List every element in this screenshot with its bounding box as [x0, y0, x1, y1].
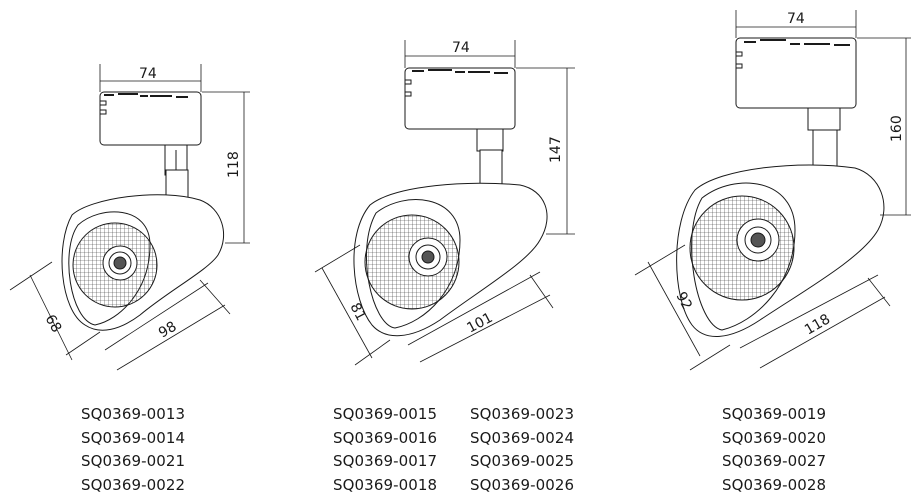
- lamp-1-diameter-label: 68: [42, 312, 65, 335]
- article-code: SQ0369-0013: [81, 405, 186, 423]
- lamp-1-height-label: 118: [226, 151, 242, 178]
- article-code: SQ0369-0018: [333, 475, 438, 494]
- article-code: SQ0369-0016: [333, 428, 438, 447]
- lamp-2-drawing: [353, 67, 548, 337]
- lamp-2-length-label: 101: [464, 310, 495, 337]
- lamp-1-dimensions: [9, 64, 250, 371]
- article-code: SQ0369-0026: [470, 475, 575, 494]
- article-code: SQ0369-0020: [722, 428, 827, 447]
- article-code: SQ0369-0015: [333, 405, 438, 423]
- lamp-1-adapter: [99, 91, 202, 146]
- lamp-2-codes-right: SQ0369-0023 SQ0369-0024 SQ0369-0025 SQ03…: [470, 403, 574, 497]
- lamp-2-codes-left: SQ0369-0015 SQ0369-0016 SQ0369-0017 SQ03…: [333, 403, 437, 497]
- lamp-3-adapter: [735, 37, 857, 109]
- article-code: SQ0369-0028: [722, 475, 827, 494]
- lamp-2-stem: [476, 128, 504, 152]
- lamp-3-diameter-label: 92: [672, 289, 694, 312]
- article-code: SQ0369-0025: [470, 452, 575, 470]
- lamp-3-stem: [807, 107, 841, 131]
- article-code: SQ0369-0027: [722, 452, 827, 470]
- article-code: SQ0369-0024: [470, 428, 575, 447]
- lamp-3-drawing: [676, 37, 885, 337]
- lamp-2-adapter: [404, 67, 516, 130]
- lamp-2-dimensions: [314, 40, 575, 366]
- lamp-2-height-label: 147: [548, 136, 564, 163]
- lamp-2-width-label: 74: [452, 40, 470, 56]
- lamp-2-diameter-label: 81: [346, 300, 368, 323]
- article-code: SQ0369-0021: [81, 452, 186, 470]
- article-code: SQ0369-0022: [81, 475, 186, 494]
- article-code: SQ0369-0014: [81, 428, 186, 447]
- lamp-1-width-label: 74: [139, 66, 157, 82]
- lamp-3-width-label: 74: [787, 11, 805, 27]
- lamp-3-codes: SQ0369-0019 SQ0369-0020 SQ0369-0027 SQ03…: [722, 403, 826, 497]
- lamp-3-height-label: 160: [889, 115, 905, 142]
- article-code: SQ0369-0017: [333, 452, 438, 470]
- article-code: SQ0369-0023: [470, 405, 575, 423]
- lamp-1-drawing: [61, 91, 225, 331]
- lamp-3-length-label: 118: [802, 311, 833, 338]
- lamp-3-dimensions: [634, 10, 911, 371]
- article-code: SQ0369-0019: [722, 405, 827, 423]
- lamp-1-codes: SQ0369-0013 SQ0369-0014 SQ0369-0021 SQ03…: [81, 403, 185, 497]
- lamp-1-length-label: 98: [156, 319, 179, 342]
